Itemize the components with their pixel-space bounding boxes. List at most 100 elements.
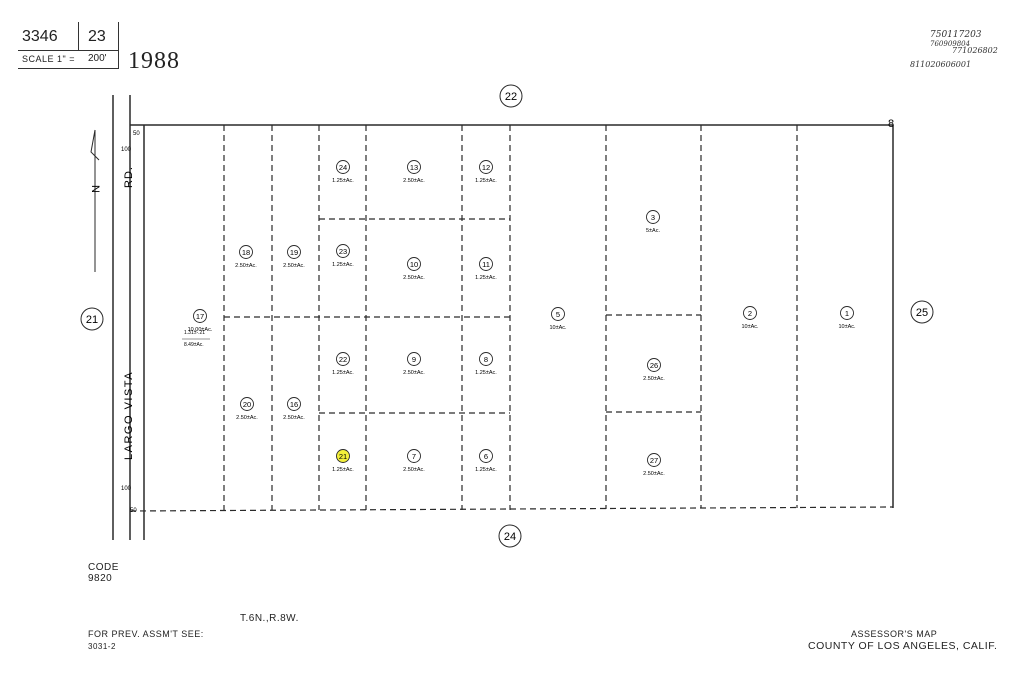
parcel-area: 1.25±Ac.	[475, 178, 497, 184]
parcel-area: 1.25±Ac.	[332, 178, 354, 184]
parcel-number: 13	[410, 163, 418, 172]
book-number: 3346	[22, 28, 58, 45]
dim-bottom-100: 100	[121, 486, 132, 492]
parcel-area: 2.50±Ac.	[403, 370, 425, 376]
parcel-number: 3	[651, 213, 655, 222]
parcel-circle	[287, 397, 301, 411]
parcel-circle	[479, 257, 493, 271]
road-name: LARGO VISTA	[123, 371, 135, 460]
parcel-number: 20	[243, 400, 251, 409]
parcel-17-area2: 8.49±Ac.	[184, 342, 204, 348]
parcel-area: 1.25±Ac.	[332, 262, 354, 268]
parcel-number: 21	[339, 452, 347, 461]
parcel-number: 16	[290, 400, 298, 409]
code-value: 9820	[88, 573, 113, 584]
adjacent-east-label: 25	[916, 307, 928, 319]
parcel-number: 22	[339, 355, 347, 364]
parcel-8: 8 1.25±Ac.	[475, 352, 497, 376]
parcel-circle	[407, 257, 421, 271]
parcel-18: 18 2.50±Ac.	[235, 245, 257, 269]
lot-lines	[223, 125, 798, 510]
parcel-area: 2.50±Ac.	[403, 467, 425, 473]
parcel-12: 12 1.25±Ac.	[475, 160, 497, 184]
parcel-area: 2.50±Ac.	[283, 263, 305, 269]
parcel-circle	[647, 453, 661, 467]
parcel-circle	[336, 352, 350, 366]
parcel-number: 26	[650, 361, 658, 370]
parcel-17-note: 1.31±-.21	[184, 330, 205, 336]
parcel-labels: 241.25±Ac.132.50±Ac.121.25±Ac.35±Ac.182.…	[188, 160, 856, 477]
parcel-circle	[193, 309, 207, 323]
parcel-area: 2.50±Ac.	[235, 263, 257, 269]
county-name: COUNTY OF LOS ANGELES, CALIF.	[808, 640, 998, 652]
parcel-number: 9	[412, 355, 416, 364]
parcel-area: 10±Ac.	[549, 325, 567, 331]
adjacent-north-label: 22	[505, 91, 517, 103]
parcel-number: 7	[412, 452, 416, 461]
north-arrow-label: N	[89, 185, 101, 193]
parcel-circle	[336, 160, 350, 174]
parcel-26: 262.50±Ac.	[643, 358, 665, 382]
prev-assessment-label: FOR PREV. ASSM'T SEE:	[88, 629, 204, 639]
parcel-number: 1	[845, 309, 849, 318]
parcel-number: 5	[556, 310, 560, 319]
parcel-3: 3 5±Ac.	[646, 210, 660, 234]
parcel-area: 1.25±Ac.	[332, 467, 354, 473]
scale-value: 200'	[88, 53, 107, 64]
parcel-area: 1.25±Ac.	[475, 370, 497, 376]
parcel-9: 9 2.50±Ac.	[403, 352, 425, 376]
parcel-area: 10±Ac.	[741, 324, 759, 330]
parcel-circle	[743, 306, 757, 320]
parcel-number: 12	[482, 163, 490, 172]
map-year: 1988	[128, 48, 180, 74]
parcel-circle	[287, 245, 301, 259]
parcel-area: 10.00±Ac.	[188, 327, 213, 333]
parcel-27: 272.50±Ac.	[643, 453, 665, 477]
adjacent-page-east: 25	[910, 300, 934, 324]
parcel-circle	[479, 160, 493, 174]
parcel-circle	[336, 244, 350, 258]
parcel-circle	[407, 352, 421, 366]
corner-mark: 8	[888, 118, 894, 130]
parcel-circle	[407, 160, 421, 174]
parcel-number: 24	[339, 163, 347, 172]
parcel-area: 2.50±Ac.	[403, 178, 425, 184]
parcel-1: 110±Ac.	[838, 306, 856, 330]
parcel-area: 1.25±Ac.	[475, 467, 497, 473]
parcel-circle	[647, 358, 661, 372]
parcel-20: 202.50±Ac.	[236, 397, 258, 421]
adjacent-page-west: 21	[80, 307, 104, 331]
road-suffix: RD.	[123, 166, 135, 188]
parcel-number: 2	[748, 309, 752, 318]
parcel-circle	[240, 397, 254, 411]
parcel-21: 21 1.25±Ac.	[332, 449, 354, 473]
parcel-circle	[479, 352, 493, 366]
code-label: CODE	[88, 562, 119, 573]
adjacent-south-label: 24	[504, 531, 516, 543]
parcel-circle	[646, 210, 660, 224]
parcel-circle	[551, 307, 565, 321]
adjacent-page-south: 24	[498, 524, 522, 548]
parcel-number: 27	[650, 456, 658, 465]
parcel-22: 221.25±Ac.	[332, 352, 354, 376]
parcel-number: 8	[484, 355, 488, 364]
parcel-area: 1.25±Ac.	[475, 275, 497, 281]
parcel-area: 5±Ac.	[646, 228, 660, 234]
parcel-area: 2.50±Ac.	[283, 415, 305, 421]
parcel-11: 111.25±Ac.	[475, 257, 497, 281]
parcel-number: 23	[339, 247, 347, 256]
adjacent-west-label: 21	[86, 314, 98, 326]
parcel-23: 23 1.25±Ac.	[332, 244, 354, 268]
doc-ref-1: 750117203	[930, 30, 982, 40]
doc-ref-2: 760909804	[930, 40, 971, 48]
parcel-circle	[479, 449, 493, 463]
parcel-circle	[336, 449, 350, 463]
doc-ref-4: 811020606001	[910, 60, 972, 69]
parcel-24: 24 1.25±Ac.	[332, 160, 354, 184]
dim-bottom-50: 50	[130, 508, 137, 514]
parcel-number: 6	[484, 452, 488, 461]
parcel-10: 102.50±Ac.	[403, 257, 425, 281]
parcel-area: 2.50±Ac.	[403, 275, 425, 281]
parcel-number: 18	[242, 248, 250, 257]
